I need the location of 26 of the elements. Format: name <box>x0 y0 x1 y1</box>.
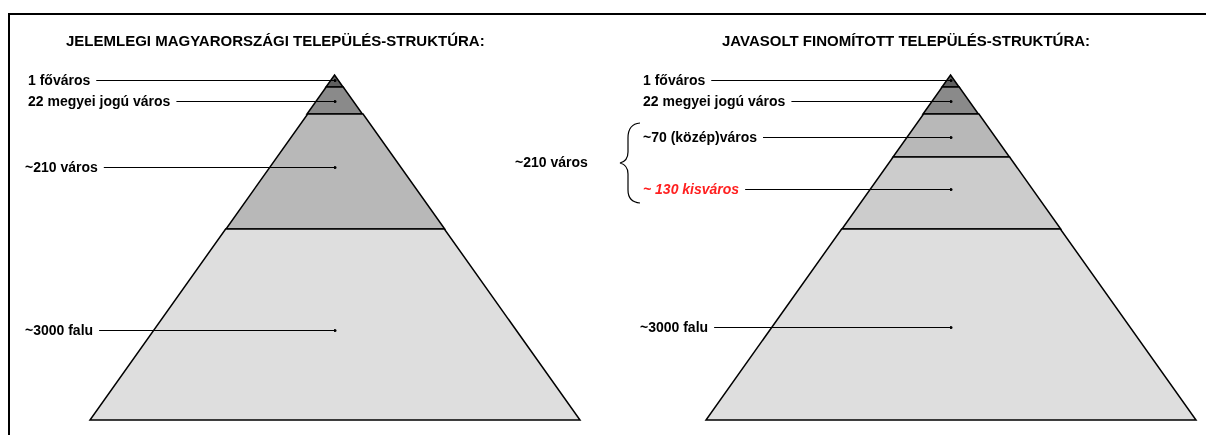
pyramid-layer <box>706 229 1196 420</box>
leader-label: ~70 (közép)város <box>643 129 757 146</box>
leader-label: ~3000 falu <box>25 322 94 339</box>
leader-line <box>103 166 337 169</box>
heading: JELEMLEGI MAGYARORSZÁGI TELEPÜLÉS-STRUKTÚRA: <box>66 32 485 50</box>
leader-line <box>744 188 953 191</box>
pyramid-layer <box>225 114 445 229</box>
pyramid-layer <box>90 229 580 420</box>
leader-line <box>710 79 953 82</box>
heading: JAVASOLT FINOMÍTOTT TELEPÜLÉS-STRUKTÚRA: <box>722 32 1091 50</box>
leader-label: 1 főváros <box>28 72 91 89</box>
leader-label: ~210 város <box>25 159 98 176</box>
leader-line <box>95 79 337 82</box>
leader-line <box>762 136 953 139</box>
leader-label: 1 főváros <box>643 72 706 89</box>
leader-label: 22 megyei jogú város <box>643 93 786 110</box>
leader-label: 22 megyei jogú város <box>28 93 171 110</box>
leader-line <box>790 100 953 103</box>
leader-line <box>175 100 337 103</box>
pyramid-layer <box>892 114 1010 157</box>
leader-label: ~3000 falu <box>640 319 709 336</box>
leader-label: ~210 város <box>515 154 588 171</box>
pyramid-layer <box>841 157 1061 229</box>
leader-label: ~ 130 kisváros <box>643 181 740 198</box>
leader-line <box>713 326 953 329</box>
leader-line <box>98 329 337 332</box>
